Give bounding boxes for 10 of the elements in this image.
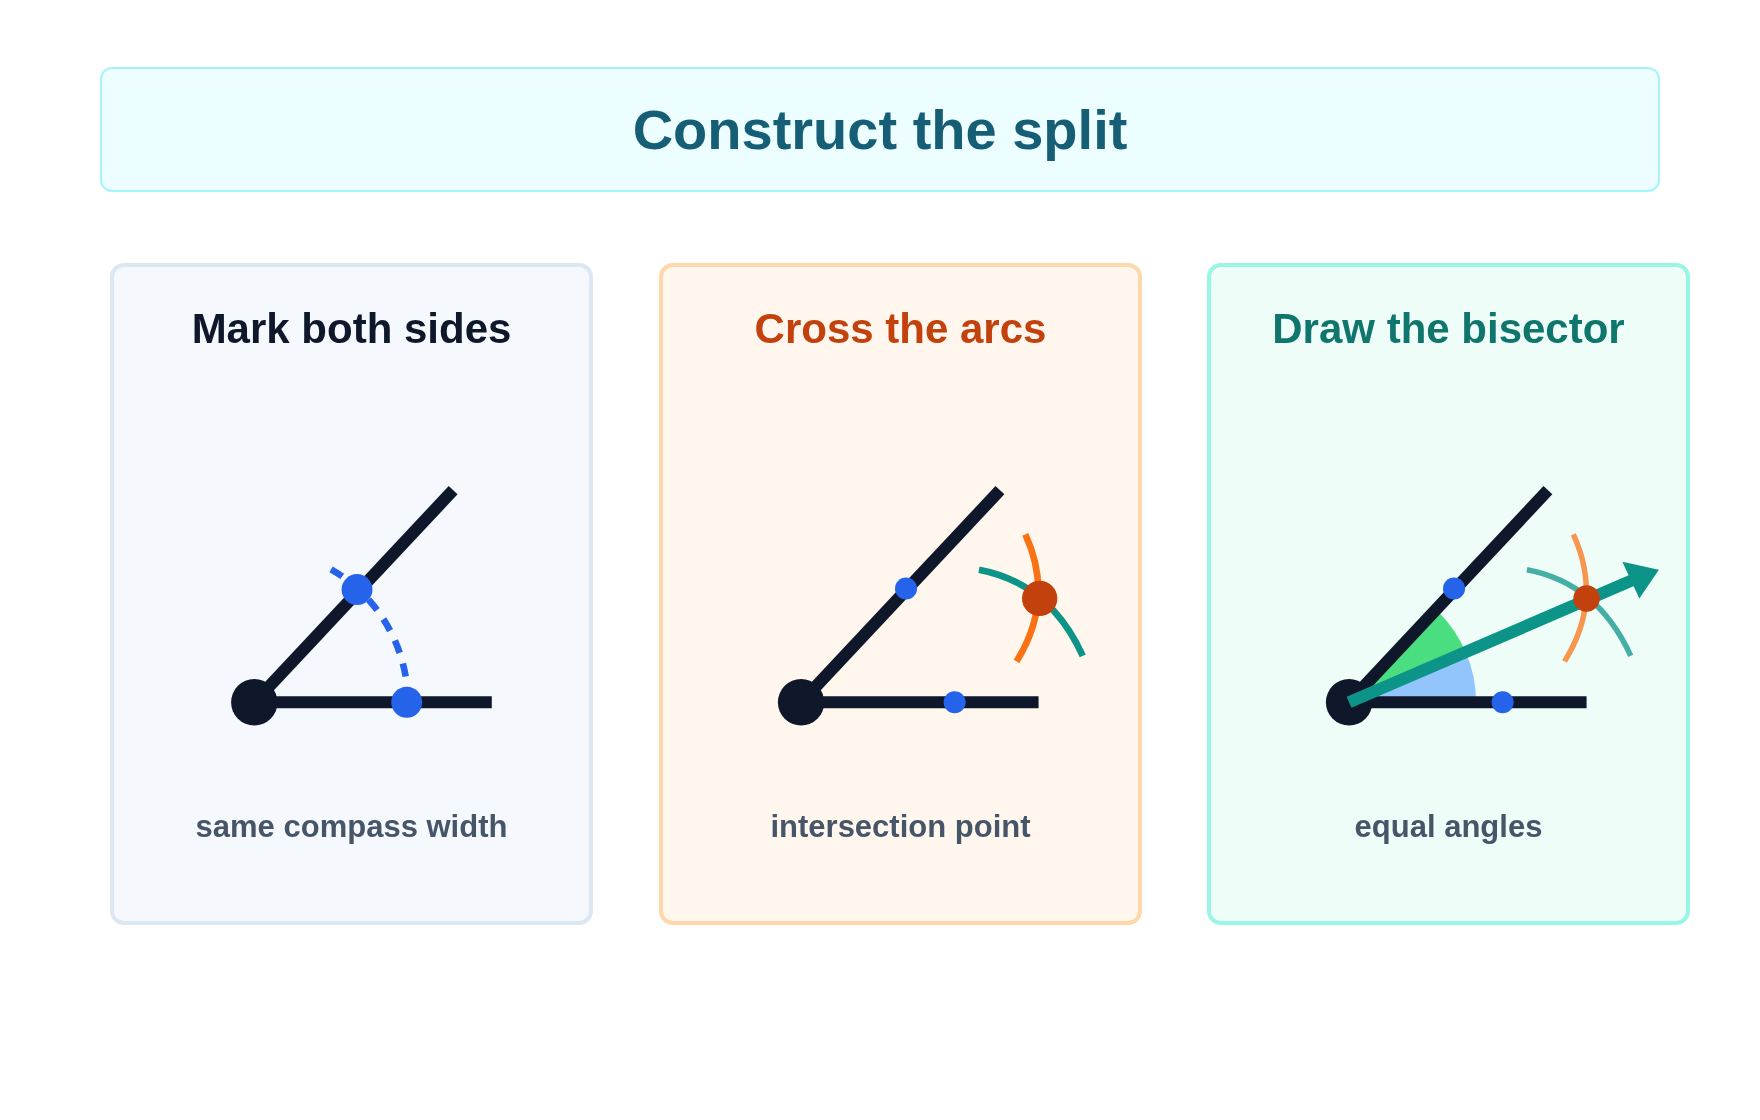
card-heading: Mark both sides [191, 305, 512, 353]
card-heading: Draw the bisector [1272, 305, 1625, 353]
step-card [659, 263, 1142, 925]
step-card [1207, 263, 1690, 925]
title-banner: Construct the split [100, 67, 1660, 192]
card-heading: Cross the arcs [754, 305, 1047, 353]
card-caption: same compass width [195, 809, 508, 845]
card-caption: intersection point [770, 809, 1031, 845]
step-card [110, 263, 593, 925]
card-caption: equal angles [1354, 809, 1543, 845]
